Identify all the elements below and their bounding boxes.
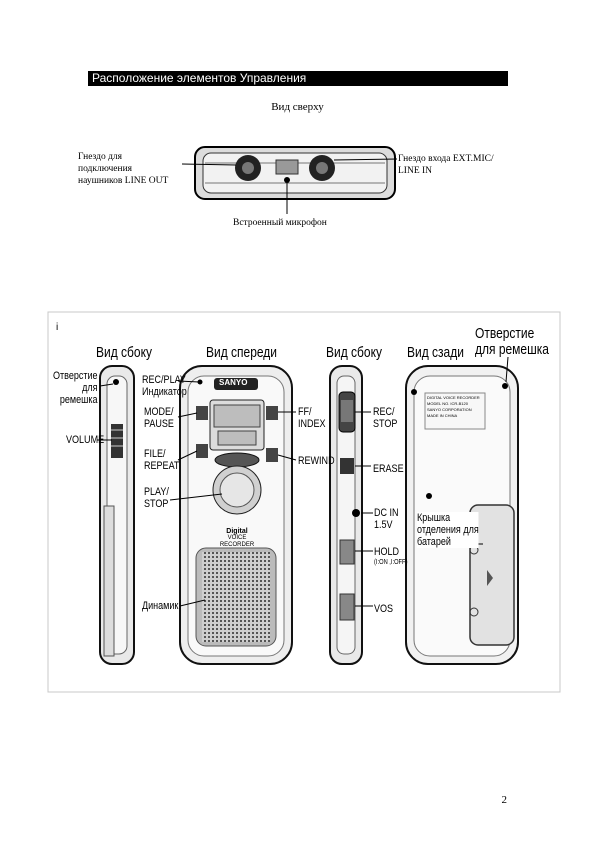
- section-header-bar: [88, 71, 508, 86]
- hold-label: HOLD (I:ON ,I:OFF): [374, 546, 408, 566]
- dc-in-label: DC IN 1.5V: [374, 507, 399, 531]
- view-title-side-right: Вид сбоку: [326, 344, 382, 361]
- speaker-label: Динамик: [142, 600, 179, 612]
- section-title: Расположение элементов Управления: [92, 71, 307, 85]
- battery-cover-label: Крышка отделения для батарей: [417, 512, 479, 548]
- rec-stop-label: REC/ STOP: [373, 406, 398, 430]
- corner-mark: i: [56, 322, 59, 333]
- view-title-front: Вид спереди: [206, 344, 278, 361]
- play-stop-label: PLAY/ STOP: [144, 486, 169, 510]
- volume-label: VOLUME: [66, 434, 105, 446]
- builtin-mic-label: Встроенный микрофон: [233, 218, 327, 228]
- ff-index-label: FF/ INDEX: [298, 406, 326, 430]
- strap-hole-label-right: Отверстие для ремешка: [475, 325, 549, 358]
- front-caption: Digital VOICE RECORDER: [219, 528, 255, 548]
- view-title-back: Вид сзади: [407, 344, 464, 361]
- top-view-title: Вид сверху: [271, 101, 324, 113]
- mode-pause-label: MODE/ PAUSE: [144, 406, 174, 430]
- ext-mic-label: Гнездо входа EXT.MIC/ LINE IN: [398, 154, 494, 176]
- rec-play-indicator-label: REC/PLAY Индикатор: [142, 374, 187, 398]
- view-title-side-left: Вид сбоку: [96, 344, 152, 361]
- strap-hole-label-left: Отверстие для ремешка: [52, 370, 98, 406]
- vos-label: VOS: [374, 603, 394, 615]
- file-repeat-label: FILE/ REPEAT: [144, 448, 180, 472]
- back-label-plate: DIGITAL VOICE RECORDER MODEL NO. ICR-B12…: [427, 395, 480, 418]
- line-out-label: Гнездо для подключения наушников LINE OU…: [78, 152, 169, 186]
- page-number: 2: [501, 794, 508, 806]
- brand-logo: SANYO: [219, 378, 248, 387]
- rewind-label: REWIND: [298, 455, 335, 467]
- erase-label: ERASE: [373, 463, 404, 475]
